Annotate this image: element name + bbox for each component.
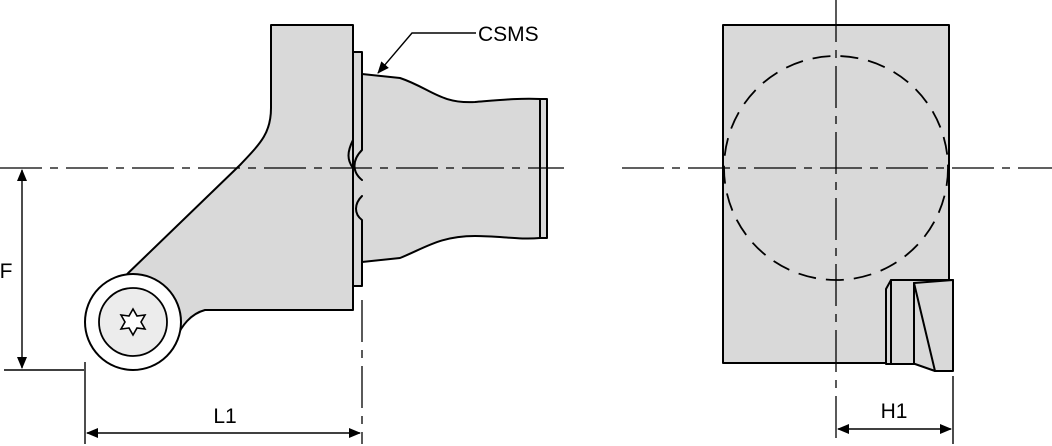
csms-label: CSMS [478, 23, 539, 46]
side-view-annotations: F L1 CSMS [0, 23, 564, 444]
coupling-groove-lower [355, 195, 363, 263]
front-view-annotations: H1 [622, 0, 1052, 444]
front-view [722, 24, 954, 372]
h1-label: H1 [881, 400, 908, 423]
insert-flank [913, 282, 936, 372]
csms-coupling [352, 51, 548, 287]
insert-front [885, 279, 954, 372]
insert-chip-face [913, 279, 954, 284]
f-label: F [0, 260, 12, 283]
side-view [84, 24, 548, 371]
flange-step-upper [347, 51, 354, 169]
torx-icon [119, 307, 147, 337]
l1-label: L1 [213, 405, 236, 428]
csms-leader [377, 32, 476, 74]
coupling-groove-upper [353, 73, 363, 181]
